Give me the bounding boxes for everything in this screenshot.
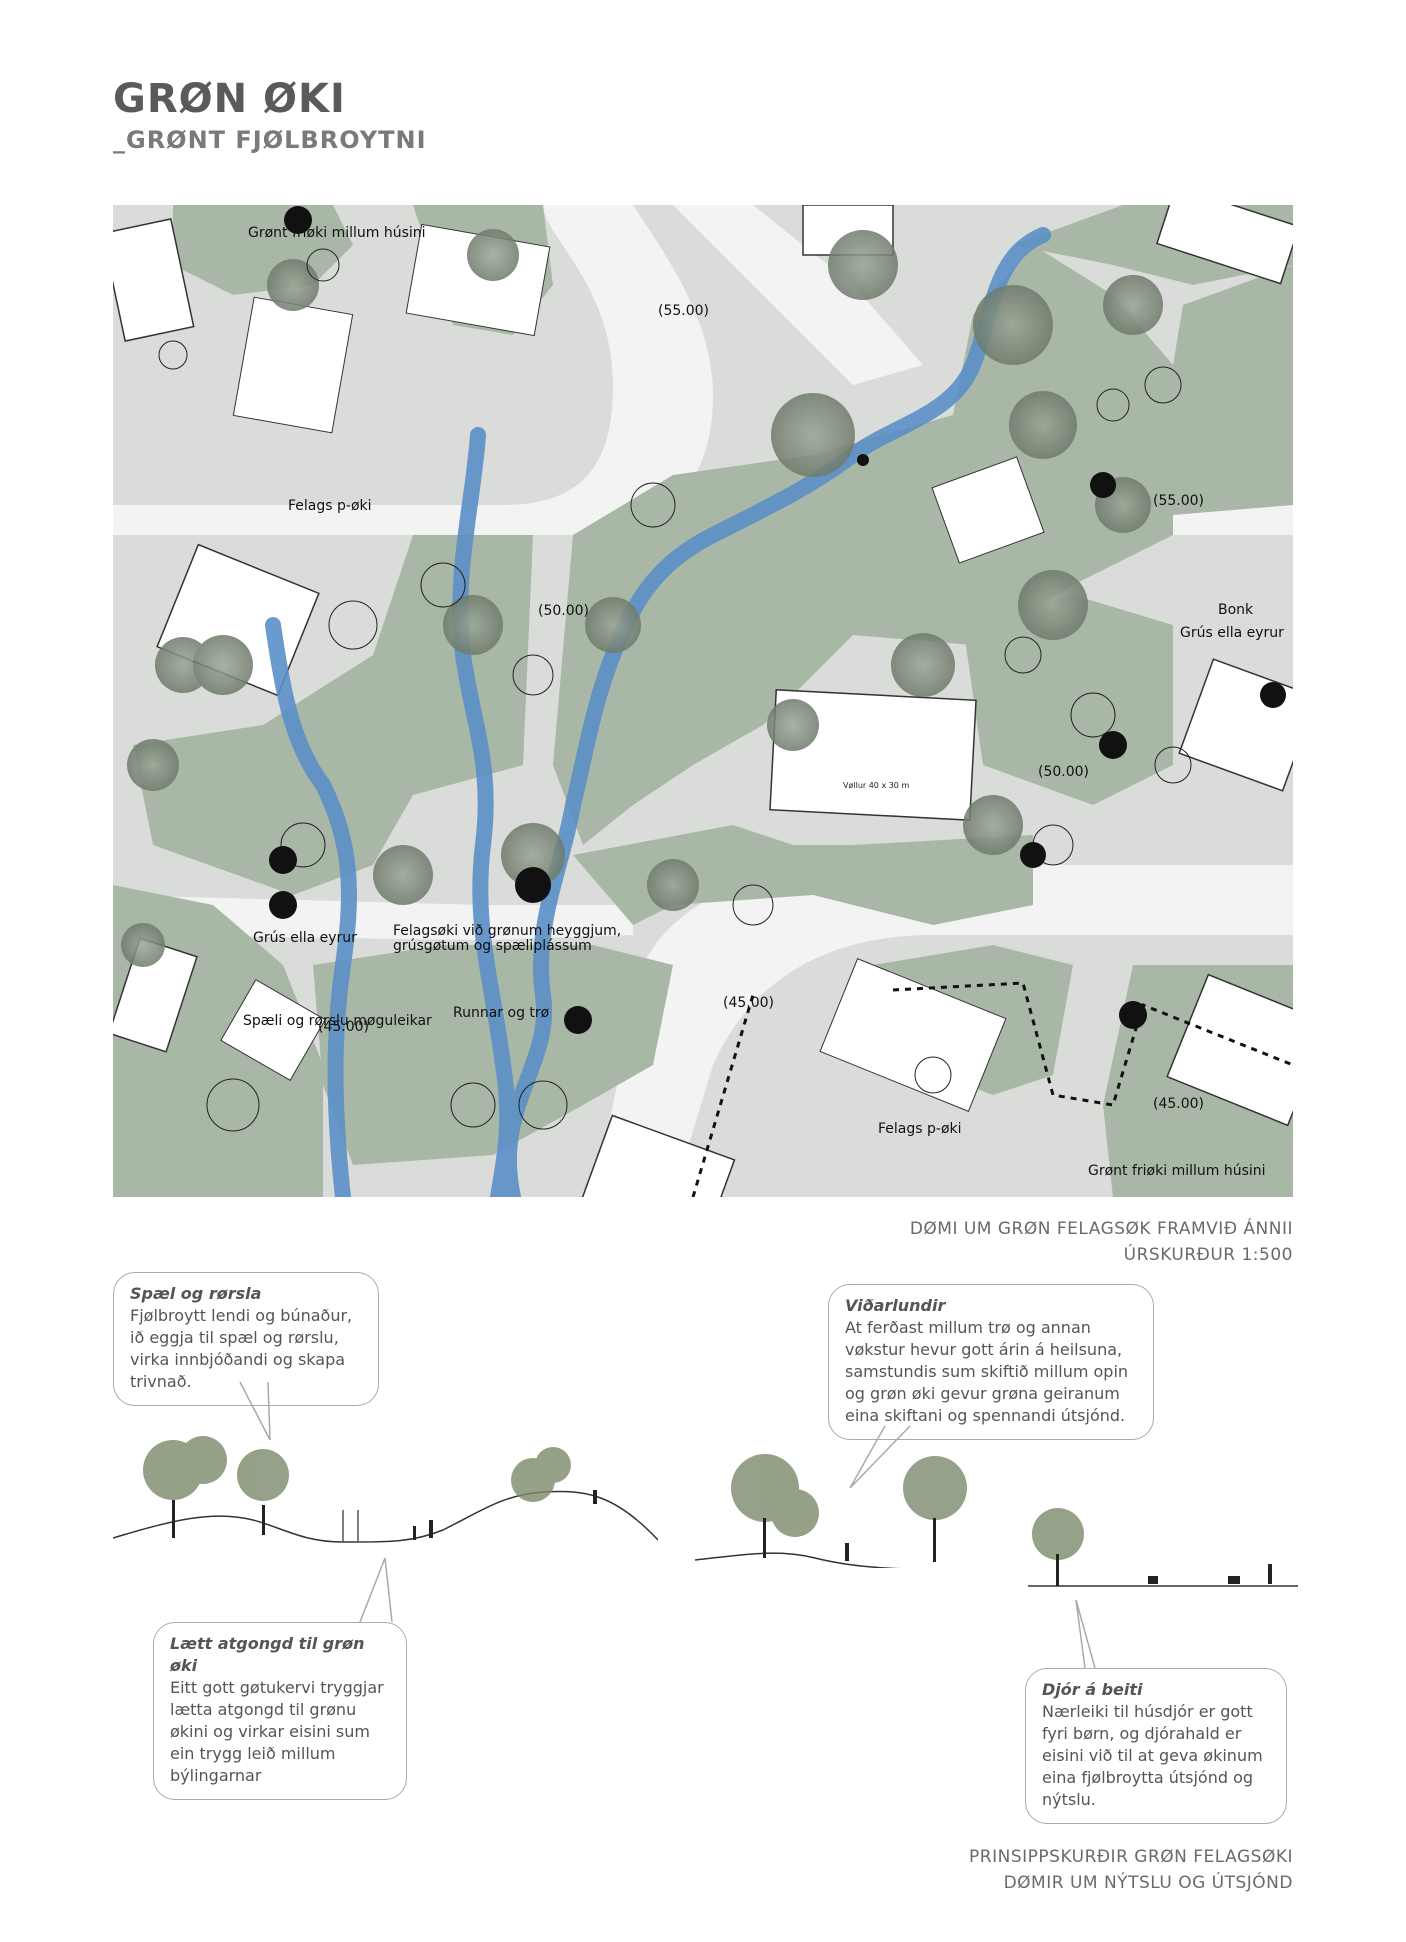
- stream-sw: [265, 617, 357, 1197]
- page-subtitle: _GRØNT FJØLBROYTNI: [113, 126, 427, 154]
- plan-caption-line2: ÚRSKURÐUR 1:500: [1123, 1245, 1293, 1265]
- label-felags-poki-top: Felags p-øki: [288, 498, 372, 514]
- bubble-spael-title: Spæl og rørsla: [130, 1284, 262, 1303]
- label-gront-frioki-bottom: Grønt friøki millum húsini: [1088, 1163, 1266, 1179]
- bubble-lott-title: Lætt atgongd til grøn øki: [170, 1634, 365, 1675]
- building-nw: [113, 218, 195, 342]
- green-area-central: [553, 245, 1173, 845]
- sections-caption-line1: PRINSIPPSKURÐIR GRØN FELAGSØKI: [969, 1847, 1293, 1867]
- label-gront-frioki-top: Grønt friøki millum húsini: [248, 225, 426, 241]
- label-vollur: Vøllur 40 x 30 m: [843, 781, 909, 790]
- sections-caption-line2: DØMIR UM NÝTSLU OG ÚTSJÓND: [1003, 1873, 1293, 1893]
- label-felags-poki-bottom: Felags p-øki: [878, 1121, 962, 1137]
- stream-west: [452, 427, 516, 1197]
- site-plan: Grønt friøki millum húsini Felags p-øki …: [113, 205, 1293, 1197]
- label-elev-5000-center: (50.00): [538, 603, 589, 619]
- play-area-sw: [220, 979, 326, 1081]
- bubble-lott-text: Eitt gott gøtukervi tryggjar lætta atgon…: [170, 1678, 384, 1785]
- label-bonk: Bonk: [1218, 602, 1254, 618]
- page-title: GRØN ØKI: [113, 76, 346, 122]
- label-felagsoki: Felagsøki við grønum heyggjum,: [393, 923, 621, 939]
- label-grus-left: Grús ella eyrur: [253, 930, 357, 946]
- vollur-field: [769, 689, 977, 821]
- bubble-lott: Lætt atgongd til grøn øki Eitt gott gøtu…: [153, 1622, 407, 1800]
- label-elev-5500-right: (55.00): [1153, 493, 1204, 509]
- bubble-vidarlundir-title: Viðarlundir: [845, 1296, 946, 1315]
- label-runnar: Runnar og trø: [453, 1005, 550, 1021]
- plan-caption-line1: DØMI UM GRØN FELAGSØK FRAMVIÐ ÁNNII: [909, 1219, 1293, 1239]
- bubble-djor: Djór á beiti Nærleiki til húsdjór er got…: [1025, 1668, 1287, 1824]
- label-elev-5500-top: (55.00): [658, 303, 709, 319]
- bubble-spael-text: Fjølbroytt lendi og búnaður, ið eggja ti…: [130, 1306, 353, 1391]
- bubble-djor-text: Nærleiki til húsdjór er gott fyri børn, …: [1042, 1702, 1263, 1809]
- sections-caption: PRINSIPPSKURÐIR GRØN FELAGSØKI DØMIR UM …: [969, 1844, 1293, 1896]
- play-area-ne: [931, 456, 1045, 564]
- label-elev-4500-right: (45.00): [1153, 1096, 1204, 1112]
- label-elev-4500-left: (45.00): [318, 1019, 369, 1035]
- plan-caption: DØMI UM GRØN FELAGSØK FRAMVIÐ ÁNNII ÚRSK…: [910, 1216, 1293, 1268]
- bubble-djor-title: Djór á beiti: [1042, 1680, 1143, 1699]
- label-grusgotum: grúsgøtum og spæliplássum: [393, 938, 592, 954]
- label-elev-4500-center: (45.00): [723, 995, 774, 1011]
- label-grus-right: Grús ella eyrur: [1180, 625, 1284, 641]
- bubble-spael: Spæl og rørsla Fjølbroytt lendi og búnað…: [113, 1272, 379, 1406]
- road-bottom: [593, 865, 1293, 1197]
- section-drawing-2: [694, 1438, 986, 1571]
- bubble-vidarlundir: Viðarlundir At ferðast millum trø og ann…: [828, 1284, 1154, 1440]
- bubble-vidarlundir-text: At ferðast millum trø og annan vøkstur h…: [845, 1318, 1129, 1425]
- green-area-west: [133, 535, 533, 895]
- label-spaeli: Spæli og rørslu møguleikar: [243, 1013, 432, 1029]
- section-drawing-3: [1028, 1494, 1298, 1594]
- site-plan-drawing: Grønt friøki millum húsini Felags p-øki …: [113, 205, 1293, 1197]
- trees: [121, 206, 1286, 1132]
- section-drawing-1: [112, 1410, 659, 1550]
- label-elev-5000-right: (50.00): [1038, 764, 1089, 780]
- green-area-south: [313, 945, 673, 1165]
